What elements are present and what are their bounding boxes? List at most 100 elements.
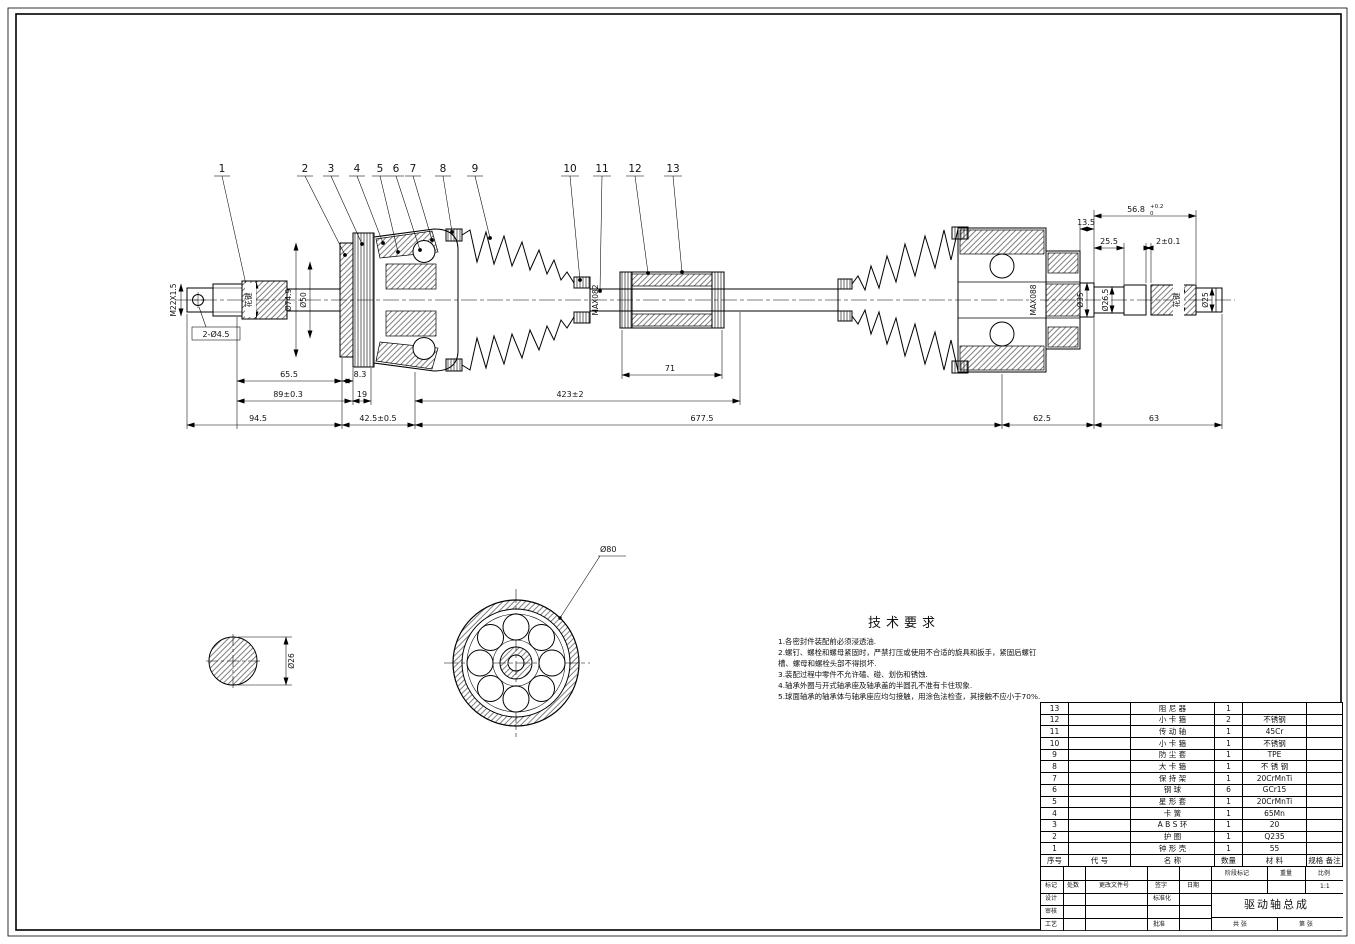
bom-cell-qty: 1: [1214, 842, 1243, 855]
bom-cell-mat: 不锈钢: [1242, 737, 1307, 750]
bom-cell-name: 卡 簧: [1130, 807, 1215, 820]
section-ball: [502, 613, 530, 641]
dim-26-5: Ø26.5: [1101, 288, 1110, 311]
tech-req-title: 技术要求: [867, 616, 940, 631]
dim-26-dia: Ø26: [287, 653, 296, 669]
bom-cell-mat: 20CrMnTi: [1242, 772, 1307, 785]
dim-42-5: 42.5±0.5: [359, 414, 396, 423]
bom-cell-code: [1068, 737, 1131, 750]
bom-cell-spec: [1306, 737, 1343, 750]
steel-ball: [412, 337, 436, 360]
dim-35: Ø35: [1076, 292, 1085, 308]
bom-cell-no: 4: [1040, 807, 1069, 820]
dim-2-holes: 2-Ø4.5: [203, 329, 230, 339]
callout-11: 11: [595, 163, 608, 175]
tb-sign: 签字: [1155, 882, 1168, 889]
dim-71: 71: [665, 364, 675, 373]
callout-3: 3: [328, 163, 335, 175]
detail-shaft-section: Ø26: [206, 634, 296, 688]
bom-cell-mat: GCr15: [1242, 783, 1307, 797]
bom-cell-qty: 1: [1214, 725, 1243, 739]
dim-13-5: 13.5: [1077, 218, 1095, 227]
tb-doc: 更改文件号: [1099, 882, 1130, 889]
dim-50: Ø50: [299, 292, 308, 308]
bom-cell-spec: [1306, 818, 1343, 832]
bom-cell-no: 1: [1040, 842, 1069, 855]
tb-count: 处数: [1067, 882, 1080, 889]
roller: [989, 321, 1015, 347]
bom-cell-spec: [1306, 748, 1343, 762]
bom-cell-code: [1068, 830, 1131, 844]
bom-cell-mat: 55: [1242, 842, 1307, 855]
section-ball: [528, 624, 555, 651]
callout-1: 1: [219, 163, 226, 175]
tech-req-line: 4.轴承外圈与开式轴承座及轴承盖的半圆孔不准有卡住现象.: [778, 681, 973, 690]
bom-cell-name: A B S 环: [1130, 818, 1215, 832]
right-boot: [851, 228, 959, 372]
bom-cell-name: 小 卡 箍: [1130, 737, 1215, 750]
tb-sheets-total: 共 张: [1233, 921, 1247, 928]
callout-13: 13: [666, 163, 679, 175]
bom-cell-name: 小 卡 箍: [1130, 713, 1215, 727]
dim-56-8-tol-hi: +0.2: [1150, 204, 1163, 210]
bom-cell-qty: 1: [1214, 760, 1243, 774]
bom-cell-name: 大 卡 箍: [1130, 760, 1215, 774]
roller: [989, 253, 1015, 279]
section-ball: [466, 649, 494, 677]
bom-cell-qty: 1: [1214, 702, 1243, 715]
bom-header-spec: 规格 备注: [1306, 853, 1343, 867]
bom-cell-mat: TPE: [1242, 748, 1307, 762]
bom-header-code: 代 号: [1068, 853, 1131, 867]
tb-weight: 重量: [1280, 870, 1293, 877]
bom-cell-code: [1068, 748, 1131, 762]
bom-cell-code: [1068, 713, 1131, 727]
bom-cell-name: 阻 尼 器: [1130, 702, 1215, 715]
bom-cell-qty: 2: [1214, 713, 1243, 727]
callout-8: 8: [440, 163, 447, 175]
bom-cell-spec: [1306, 830, 1343, 844]
tech-req-line: 槽、螺母和螺栓头部不得损坏.: [778, 659, 877, 668]
sheet-border: [7, 7, 1348, 937]
bom-cell-no: 7: [1040, 772, 1069, 785]
bom-cell-code: [1068, 795, 1131, 809]
dim-56-8-tol-lo: 0: [1150, 211, 1154, 217]
bom-cell-spec: [1306, 702, 1343, 715]
left-boot: [461, 229, 575, 371]
bom-cell-spec: [1306, 807, 1343, 820]
tb-sheet-no: 第 张: [1299, 921, 1313, 928]
bom-cell-name: 钢 球: [1130, 783, 1215, 797]
bom-cell-code: [1068, 807, 1131, 820]
bom-cell-code: [1068, 772, 1131, 785]
dim-2: 2±0.1: [1156, 237, 1181, 246]
tb-design: 设计: [1045, 895, 1058, 902]
bom-cell-mat: 不 锈 钢: [1242, 760, 1307, 774]
bom-cell-spec: [1306, 795, 1343, 809]
bom-header-material: 材 料: [1242, 853, 1307, 867]
part-callouts: 1 2 3 4 5 6 7 8 9 10 11 12 13: [214, 163, 684, 293]
shaft-marking-max082: MAX082: [591, 284, 600, 315]
section-ball: [528, 675, 555, 702]
dim-25-dia: Ø25: [1201, 292, 1210, 308]
bom-cell-qty: 1: [1214, 772, 1243, 785]
bom-cell-code: [1068, 818, 1131, 832]
bom-cell-spec: [1306, 783, 1343, 797]
tb-check: 审核: [1045, 908, 1058, 915]
tech-req-line: 1.各密封件装配前必须浸透油.: [778, 637, 877, 646]
bom-cell-mat: 20CrMnTi: [1242, 795, 1307, 809]
bom-cell-no: 6: [1040, 783, 1069, 797]
bom-cell-no: 2: [1040, 830, 1069, 844]
bom-header-no: 序号: [1040, 853, 1069, 867]
dim-423: 423±2: [556, 390, 583, 399]
bom-header-qty: 数量: [1214, 853, 1243, 867]
bom-cell-no: 10: [1040, 737, 1069, 750]
bom-cell-code: [1068, 842, 1131, 855]
protective-ring: [339, 242, 354, 358]
